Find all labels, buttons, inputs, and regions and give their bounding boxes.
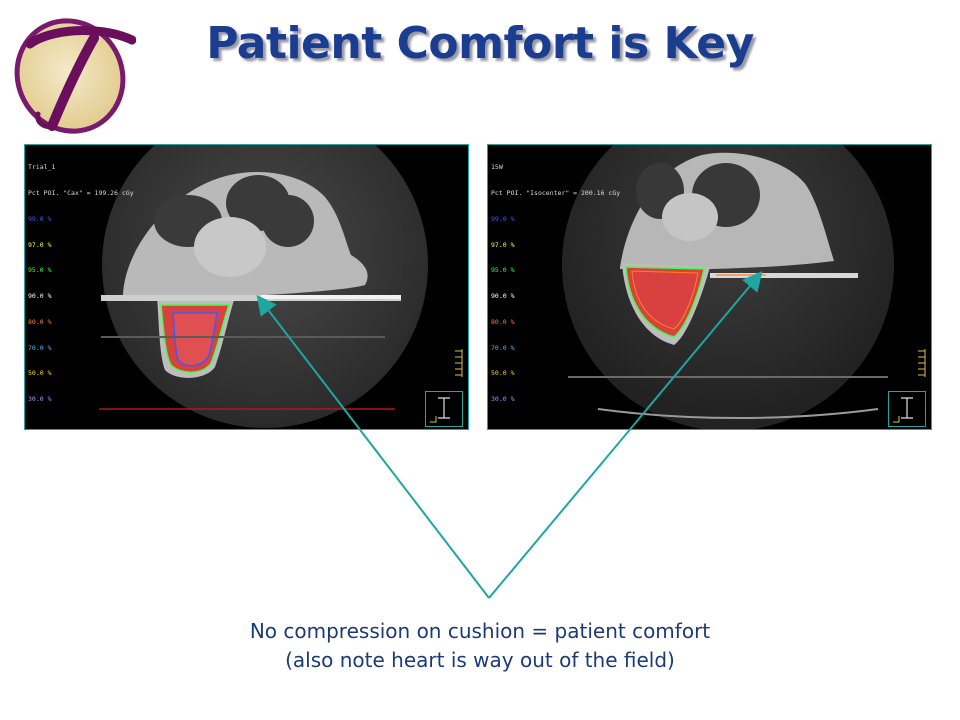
t-logo-icon [14,18,136,134]
isodose-label: 97.0 % [28,240,52,249]
isodose-label: 50.0 % [491,369,515,378]
caption-line-2: (also note heart is way out of the field… [285,648,675,672]
ct-image-left: Trial_1 Pct POI. "Cax" = 199.26 cGy 99.0… [24,144,469,430]
isodose-label: 30.0 % [28,395,52,404]
ct-image-right: 15W Pct POI. "Isocenter" = 200.16 cGy 99… [487,144,932,430]
isodose-label: 95.0 % [491,266,515,275]
ct-header-right: 15W Pct POI. "Isocenter" = 200.16 cGy 99… [491,146,620,421]
poi-dose: Pct POI. "Isocenter" = 200.16 cGy [491,188,621,197]
isodose-label: 95.0 % [28,266,52,275]
isodose-label: 30.0 % [491,395,515,404]
trial-name: 15W [491,163,503,172]
isodose-label: 80.0 % [28,317,52,326]
ct-scan-left [99,145,463,428]
isodose-label: 97.0 % [491,240,515,249]
isodose-label: 99.0 % [28,214,52,223]
orientation-icon [888,391,926,427]
isodose-label: 99.0 % [491,214,515,223]
trial-name: Trial_1 [28,163,56,172]
orientation-icon [425,391,463,427]
ct-header-left: Trial_1 Pct POI. "Cax" = 199.26 cGy 99.0… [28,146,134,421]
isodose-label: 90.0 % [491,292,515,301]
isodose-label: 80.0 % [491,317,515,326]
poi-dose: Pct POI. "Cax" = 199.26 cGy [28,188,134,197]
isodose-label: 70.0 % [28,343,52,352]
isodose-label: 90.0 % [28,292,52,301]
caption: No compression on cushion = patient comf… [0,617,960,675]
slide-title: Patient Comfort is Key [206,18,754,69]
isodose-label: 50.0 % [28,369,52,378]
caption-line-1: No compression on cushion = patient comf… [249,619,711,643]
isodose-label: 70.0 % [491,343,515,352]
